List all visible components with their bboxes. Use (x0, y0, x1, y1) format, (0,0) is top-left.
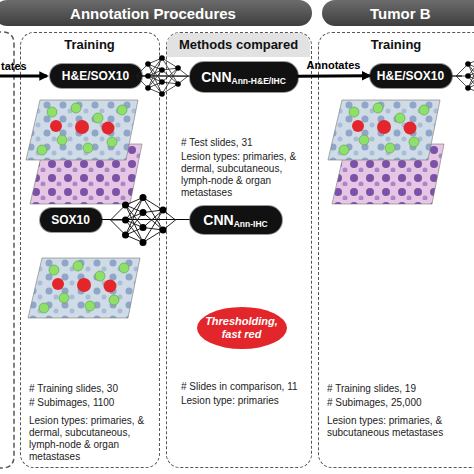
cnn-pill: CNNAnn-IHC (190, 206, 282, 234)
panel-heading: Training (21, 37, 158, 52)
node-label: H&E/SOX10 (62, 69, 129, 83)
training-panel: H&E/SOX10SOX10 Training # Training slides,… (20, 32, 160, 468)
input-pill: H&E/SOX10 (50, 64, 142, 88)
panel-note: Lesion types: primaries, & dermal, subcu… (29, 415, 153, 463)
training-panel: H&E/SOX10 Training # Training slides, 19 # … (318, 32, 474, 468)
panel-note: # Subimages, 1100 (29, 397, 155, 409)
panel-note: Lesion type: primaries (181, 395, 307, 407)
panel-note: # Subimages, 25,000 (327, 397, 467, 409)
panel-note: Lesion types: primaries, & dermal, subcu… (181, 151, 305, 199)
neural-net-icon (456, 55, 474, 97)
panel-heading: Training (319, 37, 473, 52)
edge-label: Annotates (307, 59, 361, 71)
node-label: SOX10 (51, 213, 90, 227)
node-label: Ann-H&E/IHC (232, 76, 286, 86)
ellipse-shape (197, 307, 287, 349)
input-pill: H&E/SOX10 (370, 64, 452, 88)
neural-net-icon (136, 55, 188, 97)
panel-heading: Methods compared (167, 33, 310, 57)
ihc-tile (26, 100, 138, 160)
neural-net-icon (111, 194, 176, 246)
panel-note: Lesion types: primaries, & subcutaneous … (327, 415, 457, 439)
methods-panel: CNNAnn-H&E/IHCCNNAnn-IHCThresholding, fa… (166, 32, 312, 468)
panel-note: # Training slides, 19 (327, 383, 467, 395)
ihc-tile (28, 258, 140, 318)
node-label: CNN (201, 69, 231, 85)
arrow-label: tates (1, 60, 27, 72)
header-text: Tumor B (370, 5, 431, 22)
header-text: Annotation Procedures (70, 5, 236, 22)
input-pill: SOX10 (40, 208, 102, 232)
panel-note: # Test slides, 31 (181, 137, 307, 149)
incoming-arrow (0, 75, 47, 78)
ihc-tile (328, 100, 440, 160)
section-header: Tumor B (322, 0, 474, 26)
node-label: H&E/SOX10 (377, 69, 444, 83)
cnn-pill: CNNAnn-H&E/IHC (190, 62, 298, 92)
section-header: Annotation Procedures (0, 0, 312, 26)
node-label: CNN (203, 212, 233, 228)
panel-note: # Slides in comparison, 11 (181, 381, 307, 393)
partial-panel (0, 32, 14, 468)
node-label: Thresholding, fast red (202, 315, 282, 341)
node-label: Ann-IHC (234, 219, 268, 229)
panel-note: # Training slides, 30 (29, 383, 155, 395)
connector (298, 74, 370, 77)
method-ellipse: Thresholding, fast red (196, 306, 288, 350)
